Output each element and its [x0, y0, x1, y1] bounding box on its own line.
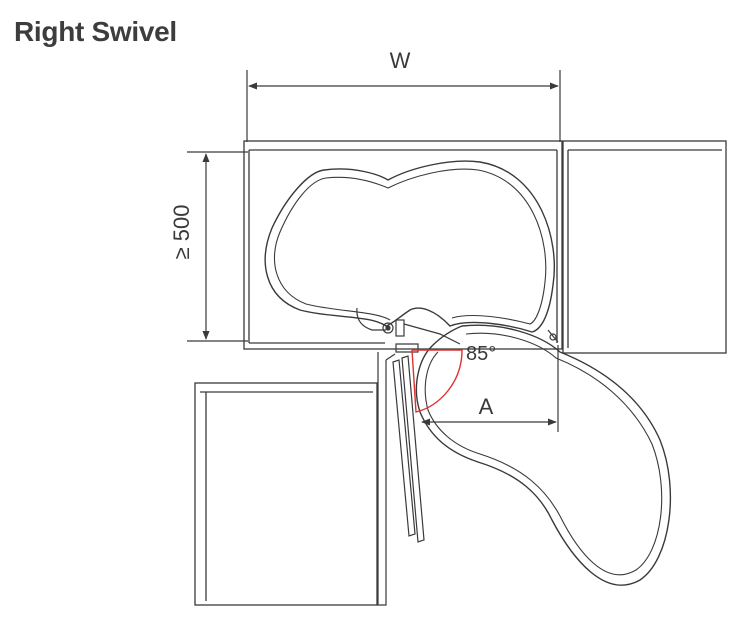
upper-tray-inner-rim [273, 168, 547, 325]
depth-label: ≥ 500 [169, 205, 194, 260]
depth-dimension [187, 151, 248, 342]
corner-cabinet-top [243, 140, 563, 350]
hinge-mechanism [356, 307, 559, 345]
diagram-title: Right Swivel [14, 16, 177, 47]
clearance-label: A [479, 394, 494, 419]
clearance-dimension [421, 345, 559, 432]
adjacent-cabinet-left [194, 382, 378, 606]
swiveled-kidney-tray [415, 324, 672, 586]
swiveled-tray-inner-rim [424, 332, 663, 576]
width-dimension [246, 70, 561, 142]
angle-label: 85° [466, 343, 496, 365]
upper-kidney-tray [264, 160, 556, 333]
width-label: W [390, 48, 411, 73]
swivel-angle-arc [411, 349, 463, 413]
adjacent-cabinet-right [562, 140, 727, 354]
door-panels [377, 343, 425, 606]
